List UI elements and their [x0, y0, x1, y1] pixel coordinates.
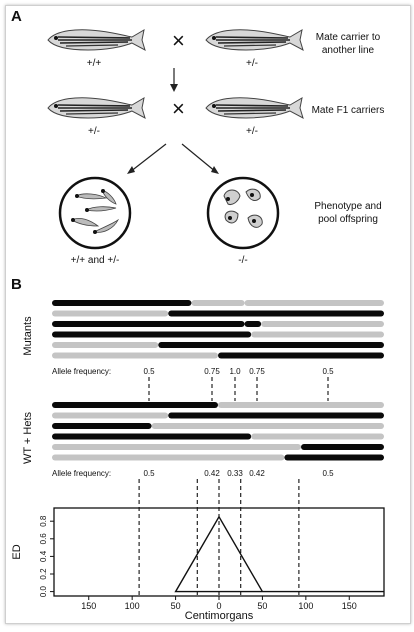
wt-hets-freq-value: 0.5	[322, 469, 334, 478]
y-axis-label: ED	[11, 544, 23, 559]
haplotype-segment	[158, 342, 384, 348]
haplotype-segment	[218, 402, 384, 408]
wt-hets-freq-value: 0.33	[227, 469, 243, 478]
mutants-allele-freq-label: Allele frequency:	[52, 367, 111, 376]
plot-axes: 150 100 50 0 50 100 150 0.0 0.2 0.4 0.6 0.8	[39, 515, 357, 611]
mutants-freq-value: 0.75	[204, 367, 220, 376]
y-tick-label: 0.6	[39, 533, 48, 545]
x-tick-label: 150	[81, 601, 96, 611]
haplotype-segment	[251, 433, 384, 440]
mutants-freq-value: 1.0	[229, 367, 241, 376]
x-axis-label: Centimorgans	[185, 610, 254, 622]
mutants-dashed-connectors	[148, 377, 329, 401]
haplotype-segment	[52, 342, 159, 348]
fish-icon	[205, 28, 304, 51]
haplotype-segment	[301, 444, 384, 450]
figure: A × +/+ +/- Mate carrier to another line…	[5, 5, 411, 624]
down-arrow-head	[170, 84, 178, 92]
fish-icon	[47, 96, 146, 119]
row1-left-genotype: +/+	[87, 58, 102, 69]
row1-right-genotype: +/-	[246, 58, 258, 69]
ed-line	[174, 515, 384, 593]
dish-larvae-mutant	[206, 176, 280, 250]
wt-hets-freq-value: 0.42	[204, 469, 220, 478]
mutants-group-label: Mutants	[22, 316, 34, 356]
haplotype-segment	[52, 310, 169, 317]
offspring-caption-line2: pool offspring	[318, 214, 378, 225]
haplotype-segment	[52, 423, 152, 429]
x-tick-label: 0	[216, 601, 221, 611]
arrow-left-head	[127, 166, 135, 174]
figure-canvas: A × +/+ +/- Mate carrier to another line…	[11, 8, 385, 622]
arrow-right	[181, 143, 217, 173]
haplotype-segment	[52, 331, 252, 338]
wt-hets-allele-freq-label: Allele frequency:	[52, 469, 111, 478]
row1-caption-line1: Mate carrier to	[316, 32, 381, 43]
arrow-right-head	[211, 166, 219, 174]
row2-right-genotype: +/-	[246, 126, 258, 137]
ed-dashed-markers	[138, 479, 300, 596]
haplotype-segment	[52, 352, 218, 359]
y-tick-label: 0.4	[39, 550, 48, 562]
x-tick-label: 150	[342, 601, 357, 611]
row2-caption: Mate F1 carriers	[312, 105, 385, 116]
haplotype-segment	[284, 454, 384, 461]
x-tick-label: 50	[257, 601, 267, 611]
fish-icon	[47, 28, 146, 51]
mutants-haplotype-bars	[52, 300, 384, 359]
ed-plot: 150 100 50 0 50 100 150 0.0 0.2 0.4 0.6 0.8 Centimo…	[11, 507, 385, 622]
offspring-caption-line1: Phenotype and	[314, 201, 381, 212]
dish-larvae-normal	[58, 176, 132, 250]
panel-a-label: A	[11, 8, 22, 25]
wt-hets-freq-value: 0.5	[143, 469, 155, 478]
haplotype-segment	[191, 300, 245, 306]
haplotype-segment	[52, 412, 169, 419]
haplotype-segment	[261, 321, 384, 327]
mutants-freq-value: 0.5	[143, 367, 155, 376]
x-tick-label: 50	[171, 601, 181, 611]
cross-symbol: ×	[172, 28, 185, 53]
haplotype-segment	[218, 352, 384, 359]
cross-symbol: ×	[172, 96, 185, 121]
haplotype-segment	[151, 423, 384, 429]
wt-hets-freq-value: 0.42	[249, 469, 265, 478]
row1-caption-line2: another line	[322, 45, 375, 56]
y-tick-label: 0.8	[39, 515, 48, 527]
dish-right-label: -/-	[238, 255, 247, 266]
wt-hets-group-label: WT + Hets	[22, 411, 34, 464]
row2-left-genotype: +/-	[88, 126, 100, 137]
haplotype-segment	[168, 310, 384, 317]
fish-icon	[205, 96, 304, 119]
haplotype-segment	[244, 321, 262, 327]
haplotype-segment	[52, 402, 218, 408]
y-tick-label: 0.0	[39, 585, 48, 597]
haplotype-segment	[52, 300, 192, 306]
haplotype-segment	[52, 444, 301, 450]
haplotype-segment	[168, 412, 384, 419]
mutants-freq-value: 0.75	[249, 367, 265, 376]
arrow-left	[129, 143, 167, 173]
haplotype-segment	[52, 433, 252, 440]
y-tick-label: 0.2	[39, 568, 48, 580]
x-tick-label: 100	[298, 601, 313, 611]
haplotype-segment	[244, 300, 384, 306]
wt-hets-haplotype-bars	[52, 402, 384, 461]
haplotype-segment	[251, 331, 384, 338]
panel-b-label: B	[11, 276, 22, 293]
dish-left-label: +/+ and +/-	[71, 255, 120, 266]
haplotype-segment	[52, 454, 285, 461]
x-tick-label: 100	[125, 601, 140, 611]
haplotype-segment	[52, 321, 245, 327]
mutants-freq-value: 0.5	[322, 367, 334, 376]
